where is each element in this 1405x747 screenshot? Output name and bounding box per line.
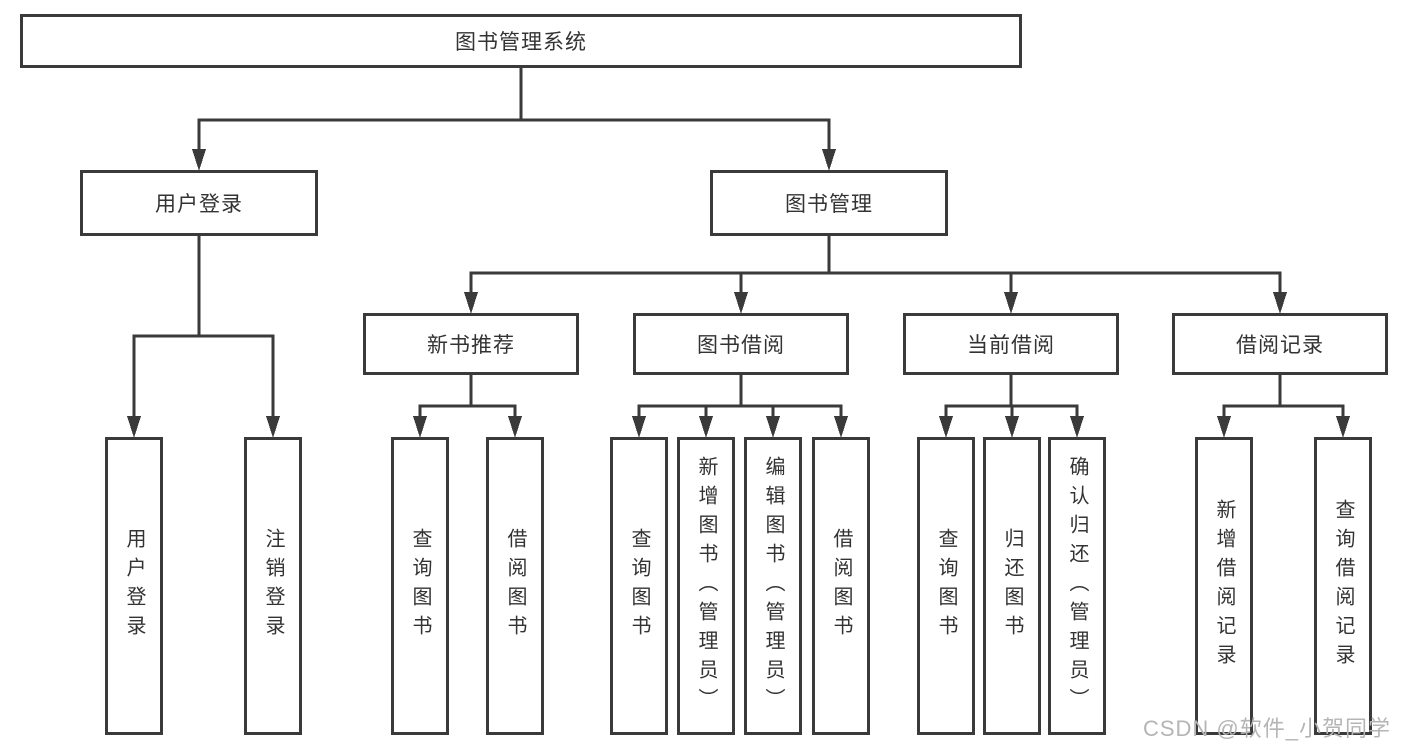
leaf-label: 编辑图书（管理员） — [762, 455, 784, 717]
leaf-label: 查询借阅记录 — [1332, 499, 1354, 673]
leaf-label: 新增图书（管理员） — [695, 455, 717, 717]
leaf-edit-books-admin: 编辑图书（管理员） — [744, 437, 802, 735]
leaf-add-books-admin: 新增图书（管理员） — [677, 437, 735, 735]
leaf-logout: 注销登录 — [244, 437, 302, 735]
leaf-query-books-current: 查询图书 — [917, 437, 975, 735]
watermark-text: CSDN @软件_小贺同学 — [1142, 716, 1391, 741]
node-library-system: 图书管理系统 — [20, 14, 1022, 68]
leaf-label: 查询图书 — [935, 528, 957, 644]
leaf-query-books-recommend: 查询图书 — [391, 437, 449, 735]
leaf-label: 查询图书 — [409, 528, 431, 644]
leaf-borrow-books: 借阅图书 — [812, 437, 870, 735]
leaf-label: 确认归还（管理员） — [1066, 455, 1088, 717]
leaf-user-login: 用户登录 — [105, 437, 163, 735]
node-user-login: 用户登录 — [80, 170, 318, 236]
leaf-label: 借阅图书 — [504, 528, 526, 644]
leaf-confirm-return-admin: 确认归还（管理员） — [1048, 437, 1106, 735]
leaf-borrow-books-recommend: 借阅图书 — [486, 437, 544, 735]
leaf-label: 用户登录 — [123, 528, 145, 644]
leaf-return-books: 归还图书 — [983, 437, 1041, 735]
leaf-query-books-borrowing: 查询图书 — [610, 437, 668, 735]
leaf-add-borrow-record: 新增借阅记录 — [1195, 437, 1253, 735]
leaf-label: 查询图书 — [628, 528, 650, 644]
node-book-borrowing: 图书借阅 — [633, 313, 849, 375]
node-new-book-recommend: 新书推荐 — [363, 313, 579, 375]
leaf-label: 借阅图书 — [830, 528, 852, 644]
leaf-label: 新增借阅记录 — [1213, 499, 1235, 673]
node-book-management: 图书管理 — [710, 170, 948, 236]
leaf-label: 归还图书 — [1001, 528, 1023, 644]
node-borrow-records: 借阅记录 — [1172, 313, 1388, 375]
leaf-label: 注销登录 — [262, 528, 284, 644]
node-current-borrowing: 当前借阅 — [903, 313, 1119, 375]
leaf-query-borrow-record: 查询借阅记录 — [1314, 437, 1372, 735]
